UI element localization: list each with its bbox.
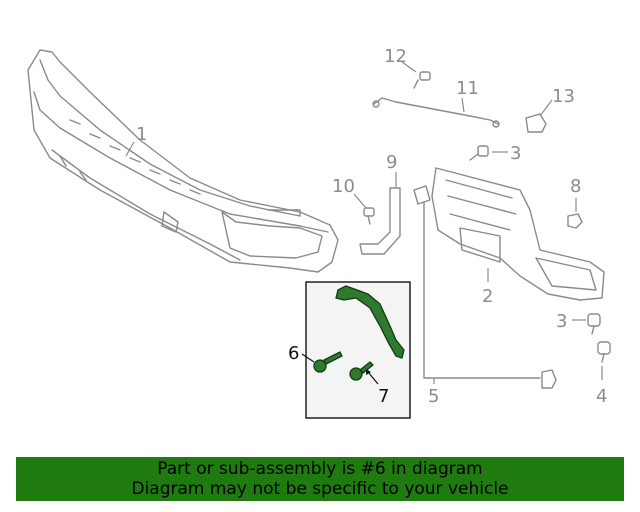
callout-3-lower: 3 (556, 311, 567, 332)
callout-4: 4 (596, 386, 607, 407)
highlight-inset (305, 281, 411, 419)
bolt-part-12 (413, 71, 431, 89)
callout-13: 13 (552, 86, 575, 107)
bracket-part-6 (335, 285, 405, 359)
callout-12: 12 (384, 46, 407, 67)
callout-11: 11 (456, 78, 479, 99)
bracket-assembly-part-2 (413, 167, 605, 301)
callout-5: 5 (428, 386, 439, 407)
banner-line-1: Part or sub-assembly is #6 in diagram (157, 459, 483, 479)
callout-9: 9 (386, 152, 397, 173)
bolt-part-6 (313, 351, 343, 373)
bolt-part-10 (363, 207, 375, 225)
callout-3-upper: 3 (510, 143, 521, 164)
bolt-part-7 (349, 361, 374, 381)
bolt-part-3-upper (469, 145, 489, 161)
clip-part-13 (525, 113, 547, 133)
callout-2: 2 (482, 286, 493, 307)
fitment-notice-banner: Part or sub-assembly is #6 in diagram Di… (16, 457, 624, 501)
bolt-part-3-lower (587, 313, 601, 335)
bumper-part-1 (27, 49, 339, 273)
callout-7: 7 (378, 386, 389, 407)
rod-part-11 (372, 97, 500, 128)
bolt-part-4 (597, 341, 611, 363)
nut-part-8 (567, 213, 583, 229)
callout-6: 6 (288, 343, 299, 364)
banner-line-2: Diagram may not be specific to your vehi… (131, 479, 509, 499)
callout-1: 1 (136, 124, 147, 145)
callout-8: 8 (570, 176, 581, 197)
callout-10: 10 (332, 176, 355, 197)
sensor-part-5 (423, 201, 557, 389)
bracket-part-9 (359, 187, 401, 255)
